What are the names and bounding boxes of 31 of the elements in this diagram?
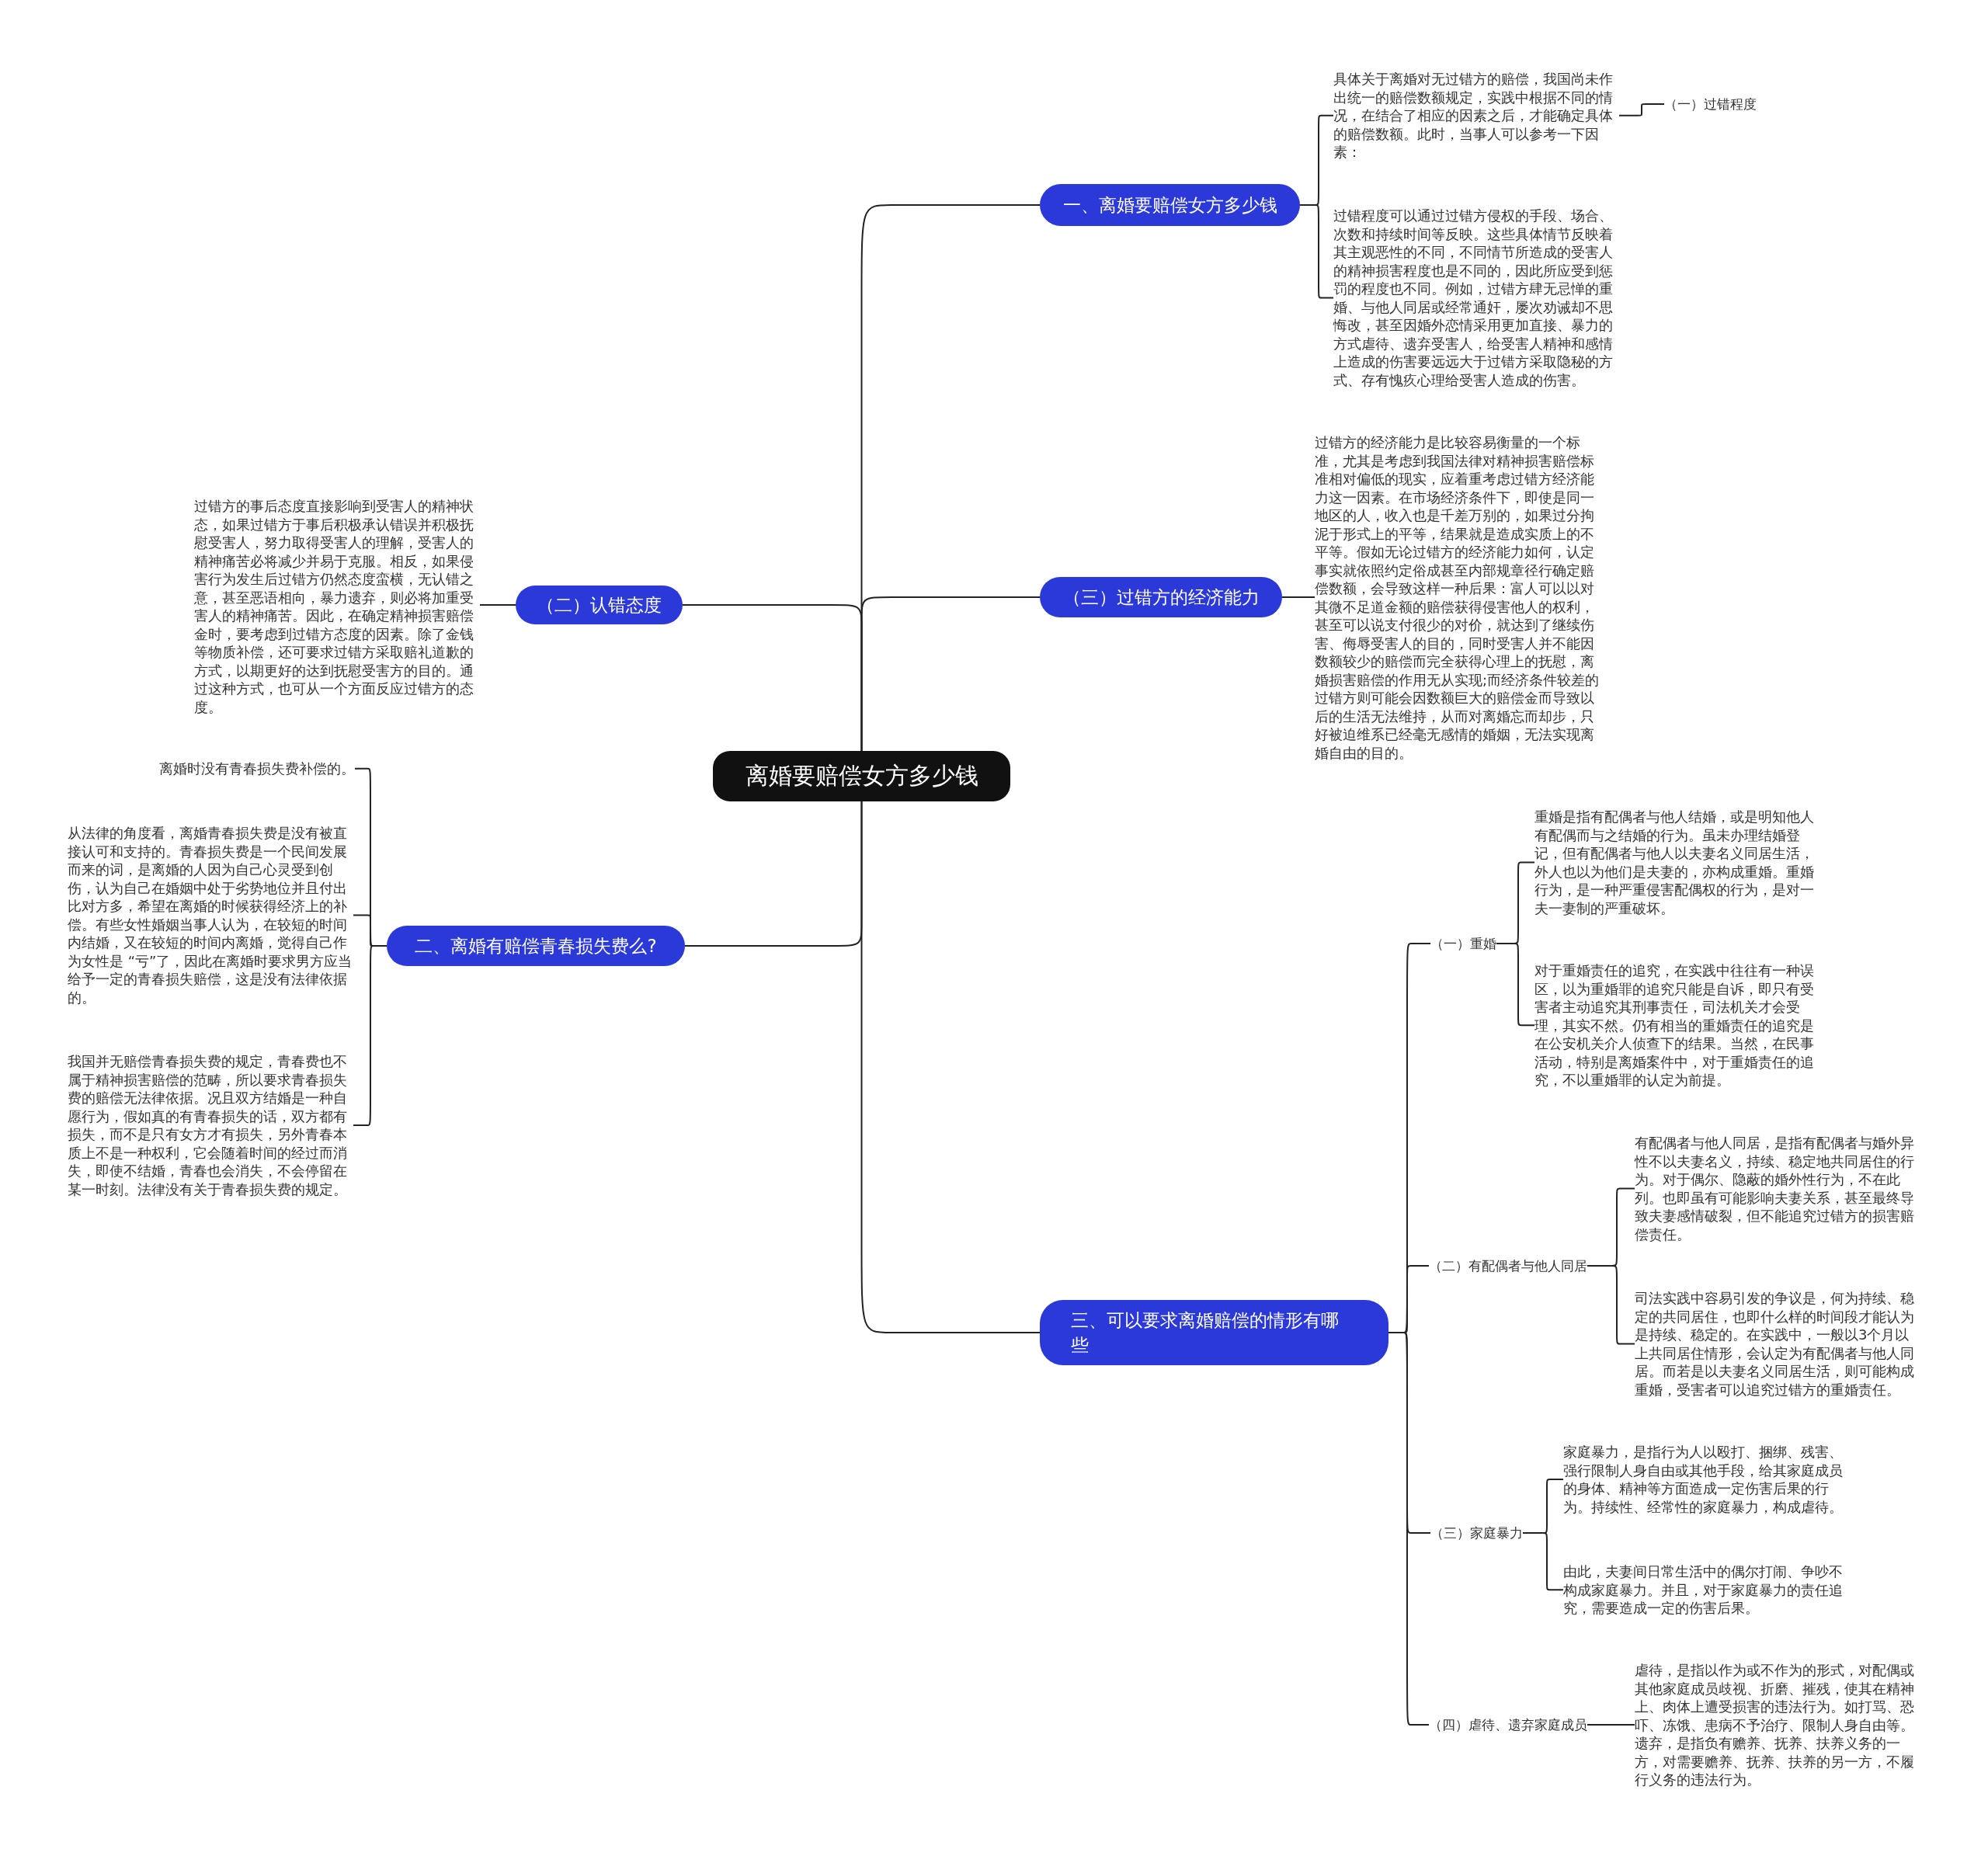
subtopic-label: （三）家庭暴力	[1430, 1524, 1523, 1542]
connector-line	[1618, 103, 1665, 116]
branch-topic: 一、离婚要赔偿女方多少钱	[1040, 184, 1300, 226]
branch-topic: （三）过错方的经济能力	[1040, 577, 1282, 617]
connector-line	[682, 604, 863, 752]
connector-line	[1281, 596, 1315, 598]
note-text: 虐待，是指以作为或不作为的形式，对配偶或其他家庭成员歧视、折磨、摧残，使其在精神上、肉体上遭受损害的违法行为。如打骂、恐吓、冻饿、患病不予治疗、限制人身自由等。遗弃，是指负有赡养、抚养、扶养义务的一方，对需要赡养、抚养、扶养的另一方，不履行义务的违法行为。	[1635, 1661, 1920, 1789]
note-text: 从法律的角度看，离婚青春损失费是没有被直接认可和支持的。青春损失费是一个民间发展而来的词，是离婚的人因为自己心灵受到创伤，认为自己在婚姻中处于劣势地位并且付出比对方多，希望在离婚的时候获得经济上的补偿。有些女性婚姻当事人认为，在较短的时间内结婚，又在较短的时间内离婚，觉得自己作为女性是 “亏”了，因此在离婚时要求男方应当给予一定的青春损失赔偿，这是没有法律依据的。	[68, 824, 353, 1006]
connector-line	[479, 604, 516, 606]
note-text: 过错方的经济能力是比较容易衡量的一个标准，尤其是考虑到我国法律对精神损害赔偿标准相对偏低的现实，应着重考虑过错方经济能力这一因素。在市场经济条件下，即使是同一地区的人，收入也是千差万别的，如果过分拘泥于形式上的平等，结果就是造成实质上的不平等。假如无论过错方的经济能力如何，认定事实就依照约定俗成甚至内部规章径行确定赔偿数额，会导致这样一种后果：富人可以以对其微不足道金额的赔偿获得侵害他人的权利，甚至可以说支付很少的对价，就达到了继续伤害、侮辱受害人的目的，同时受害人并不能因数额较少的赔偿而完全获得心理上的抚慰，离婚损害赔偿的作用无从实现;而经济条件较差的过错方则可能会因数额巨大的赔偿金而导致以后的生活无法维持，从而对离婚忘而却步，只好被迫维系已经毫无感情的婚姻，无法实现离婚自由的目的。	[1315, 433, 1600, 762]
note-text: 离婚时没有青春损失费补偿的。	[68, 759, 355, 778]
note-text: 过错程度可以通过过错方侵权的手段、场合、次数和持续时间等反映。这些具体情节反映着其主观恶性的不同，不同情节所造成的受害人的精神损害程度也是不同的，因此所应受到惩罚的程度也不同。例如，过错方肆无忌惮的重婚、与他人同居或经常通奸，屡次劝诫却不思悔改，甚至因婚外恋情采用更加直接、暴力的方式虐待、遗弃受害人，给受害人精神和感情上造成的伤害要远远大于过错方采取隐秘的方式、存有愧疚心理给受害人造成的伤害。	[1333, 207, 1619, 389]
note-text: 对于重婚责任的追究，在实践中往往有一种误区，以为重婚罪的追究只能是自诉，即只有受害者主动追究其刑事责任，司法机关才会受理，其实不然。仍有相当的重婚责任的追究是在公安机关介人侦查下的结果。当然，在民事活动，特别是离婚案件中，对于重婚责任的追究，不以重婚罪的认定为前提。	[1534, 961, 1820, 1090]
subtopic-label: （二）有配偶者与他人同居	[1429, 1256, 1587, 1275]
note-text: 重婚是指有配偶者与他人结婚，或是明知他人有配偶而与之结婚的行为。虽未办理结婚登记，但有配偶者与他人以夫妻名义同居生活，外人也以为他们是夫妻的，亦构成重婚。重婚行为，是一种严重侵害配偶权的行为，是对一夫一妻制的严重破坏。	[1534, 808, 1820, 917]
central-topic: 离婚要赔偿女方多少钱	[713, 751, 1010, 801]
subtopic-label: （四）虐待、遗弃家庭成员	[1429, 1715, 1587, 1734]
subtopic-label: （一）过错程度	[1664, 95, 1757, 113]
connector-line	[860, 801, 1041, 1333]
note-text: 我国并无赔偿青春损失费的规定，青春费也不属于精神损害赔偿的范畴，所以要求青春损失费的赔偿无法律依据。况且双方结婚是一种自愿行为，假如真的有青春损失的话，双方都有损失，而不是只有女方才有损失，另外青春本质上不是一种权利，它会随着时间的经过而消失，即使不结婚，青春也会消失，不会停留在某一时刻。法律没有关于青春损失费的规定。	[68, 1052, 353, 1198]
subtopic-label: （一）重婚	[1430, 934, 1496, 953]
branch-topic: 二、离婚有赔偿青春损失费么?	[387, 926, 685, 966]
note-text: 具体关于离婚对无过错方的赔偿，我国尚未作出统一的赔偿数额规定，实践中根据不同的情况，在结合了相应的因素之后，才能确定具体的赔偿数额。此时，当事人可以参考一下因素：	[1333, 70, 1619, 162]
note-text: 由此，夫妻间日常生活中的偶尔打闹、争吵不构成家庭暴力。并且，对于家庭暴力的责任追究，需要造成一定的伤害后果。	[1563, 1562, 1849, 1618]
note-text: 过错方的事后态度直接影响到受害人的精神状态，如果过错方于事后积极承认错误并积极抚慰受害人，努力取得受害人的理解，受害人的精神痛苦必将减少并易于克服。相反，如果侵害行为发生后过错方仍然态度蛮横，无认错之意，甚至恶语相向，暴力遗弃，则必将加重受害人的精神痛苦。因此，在确定精神损害赔偿金时，要考虑到过错方态度的因素。除了金钱等物质补偿，还可要求过错方采取赔礼道歉的方式，以期更好的达到抚慰受害方的目的。通过这种方式，也可从一个方面反应过错方的态度。	[194, 497, 480, 716]
note-text: 有配偶者与他人同居，是指有配偶者与婚外异性不以夫妻名义，持续、稳定地共同居住的行为。对于偶尔、隐蔽的婚外性行为，不在此列。也即虽有可能影响夫妻关系，甚至最终导致夫妻感情破裂，但不能追究过错方的损害赔偿责任。	[1635, 1134, 1920, 1243]
connector-line	[1587, 1724, 1635, 1726]
note-text: 司法实践中容易引发的争议是，何为持续、稳定的共同居住，也即什么样的时间段才能认为是持续、稳定的。在实践中，一般以3个月以上共同居住情形，会认定为有配偶者与他人同居。而若是以夫妻名义同居生活，则可能构成重婚，受害者可以追究过错方的重婚责任。	[1635, 1289, 1920, 1399]
note-text: 家庭暴力，是指行为人以殴打、捆绑、残害、强行限制人身自由或其他手段，给其家庭成员的身体、精神等方面造成一定伤害后果的行为。持续性、经常性的家庭暴力，构成虐待。	[1563, 1443, 1849, 1516]
branch-topic: （二）认错态度	[516, 586, 683, 624]
branch-topic: 三、可以要求离婚赔偿的情形有哪些	[1040, 1300, 1388, 1365]
